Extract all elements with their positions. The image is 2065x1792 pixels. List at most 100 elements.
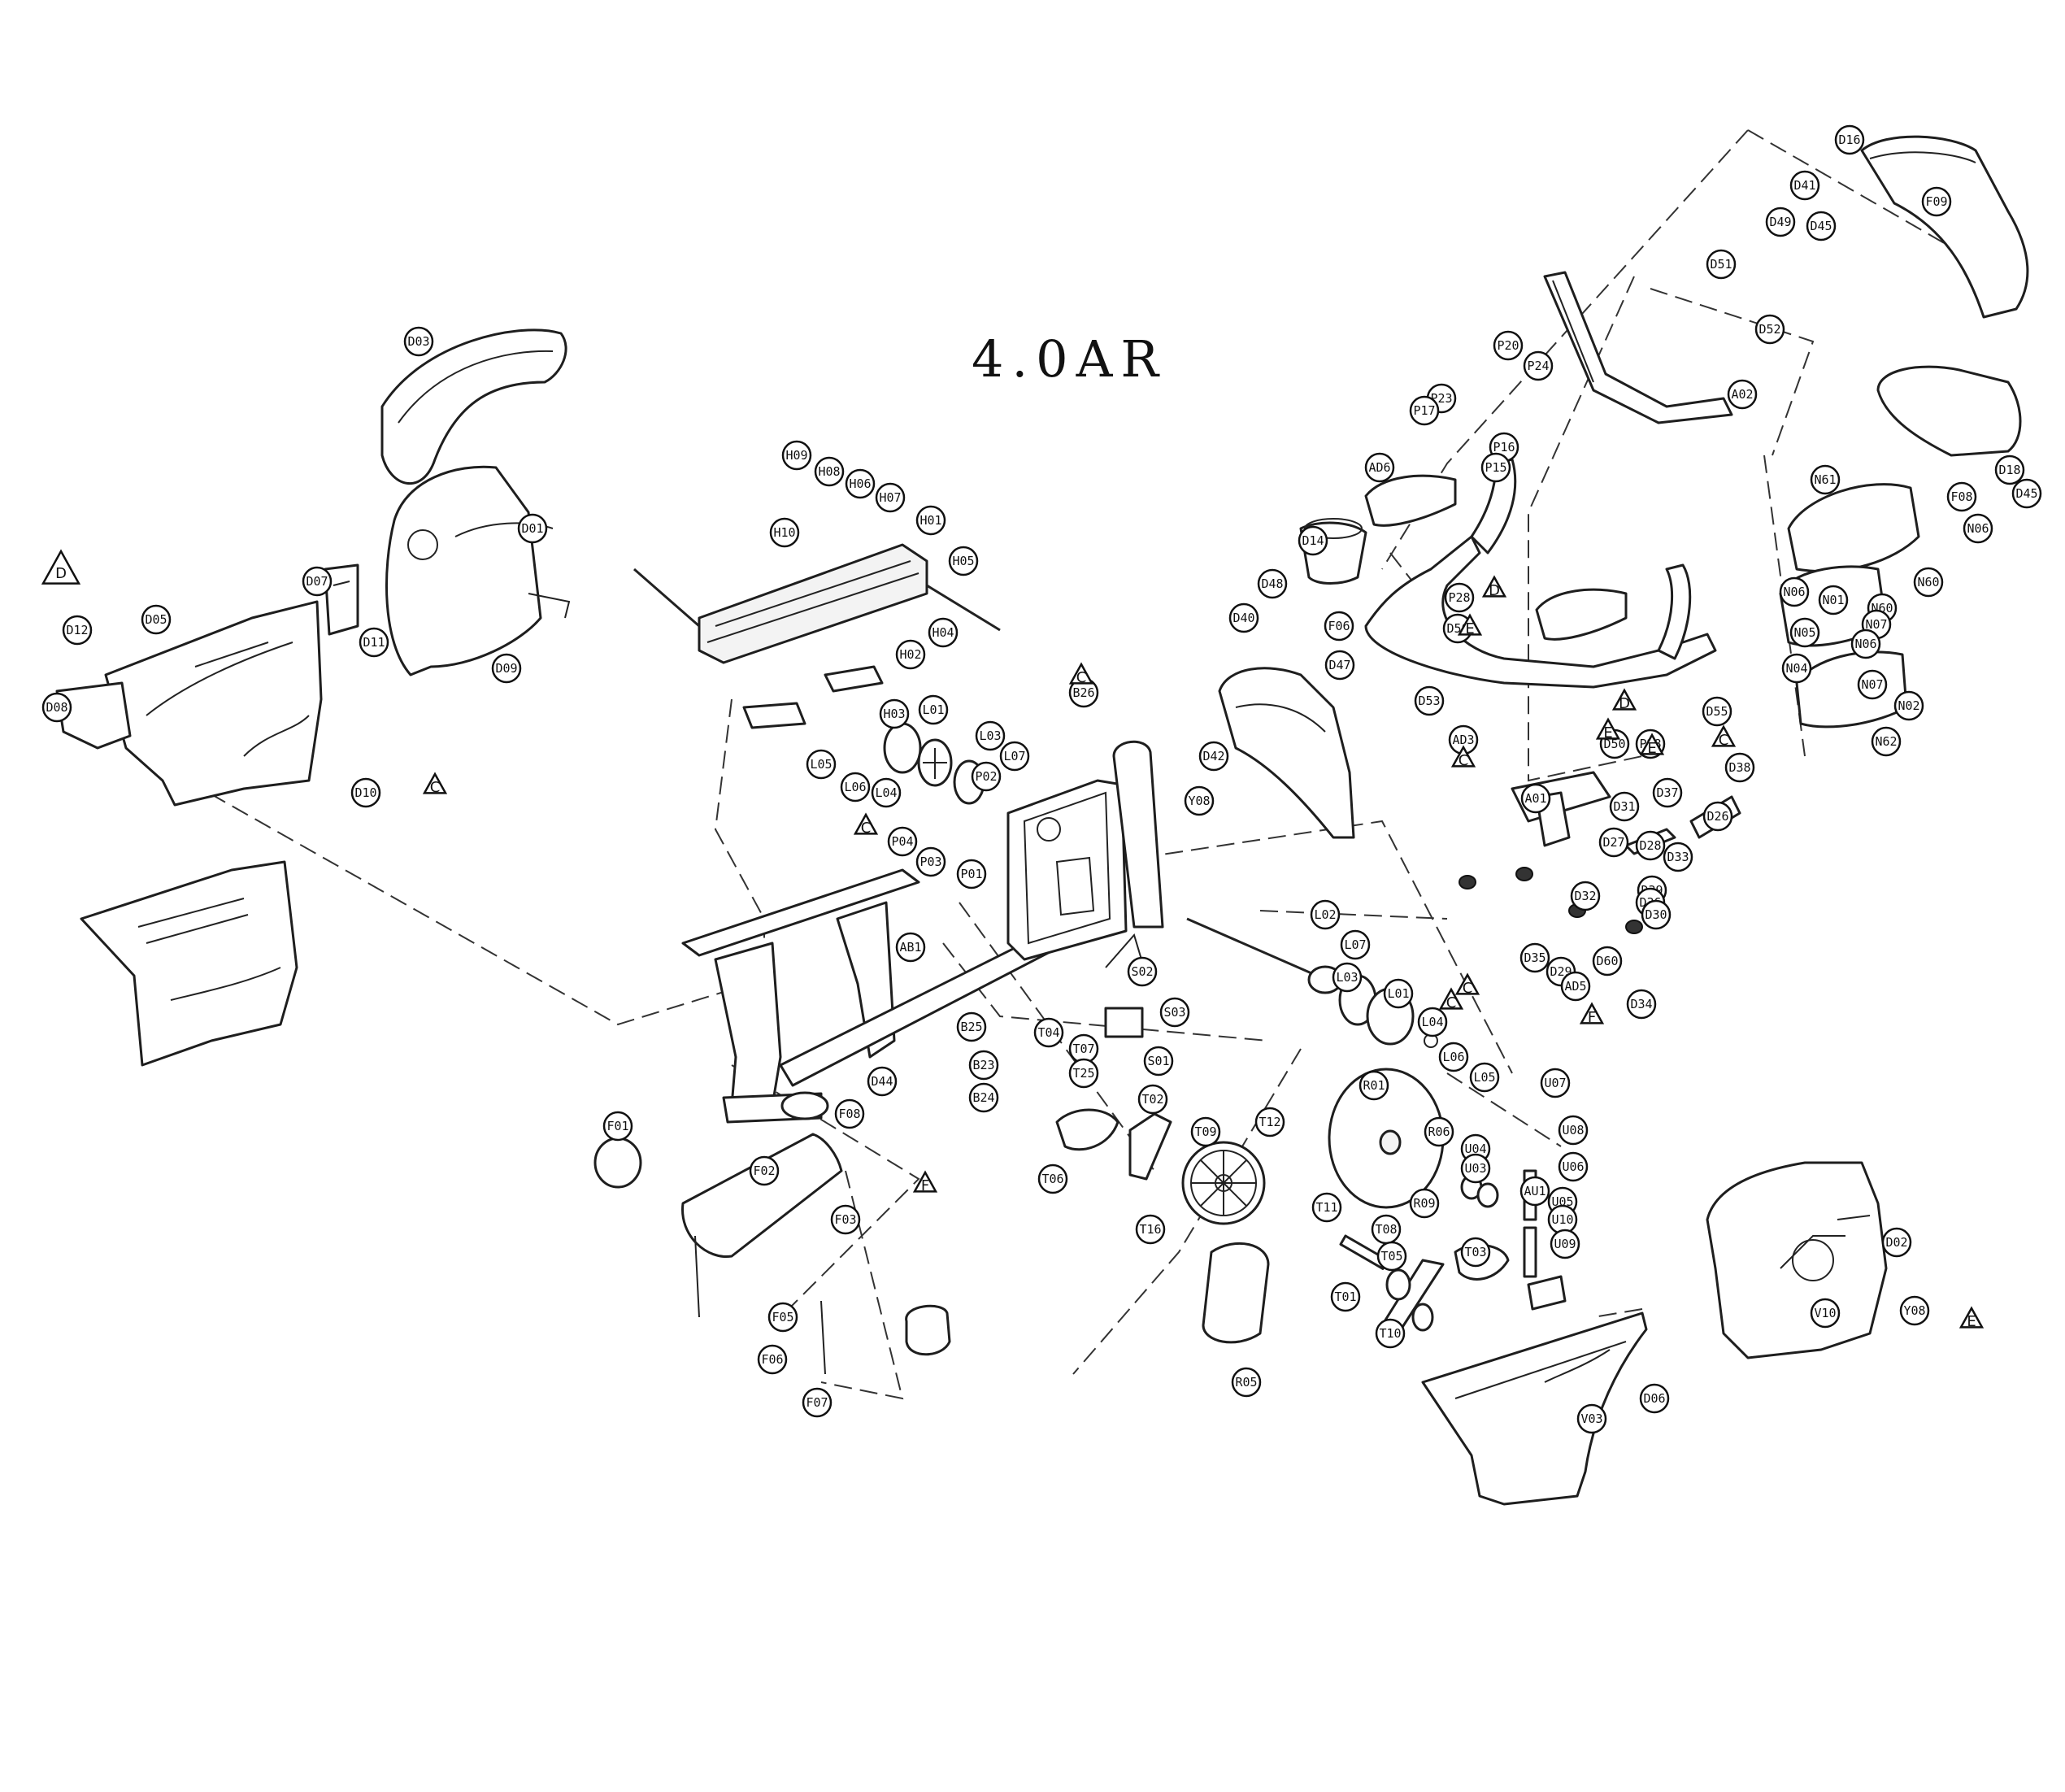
part-callout-d10: D10 (350, 777, 381, 808)
callout-label: AD6 (1368, 460, 1390, 475)
callout-label: D38 (1728, 760, 1750, 775)
part-callout-u06: U06 (1558, 1151, 1589, 1182)
part-callout-l05: L05 (806, 749, 837, 780)
part-callout-r05: R05 (1231, 1367, 1262, 1398)
callout-label: P17 (1413, 403, 1435, 418)
part-callout-t12: T12 (1254, 1107, 1285, 1137)
callout-label: N62 (1875, 734, 1897, 749)
part-callout-v03: V03 (1576, 1403, 1607, 1434)
foot-cover-d08 (55, 681, 132, 750)
callout-circle (1332, 962, 1363, 993)
warning-triangle-shape (1454, 972, 1480, 995)
callout-circle (1871, 726, 1902, 757)
callout-label: D42 (1202, 749, 1224, 763)
callout-label: D50 (1603, 737, 1625, 751)
part-callout-f08: F08 (834, 1098, 865, 1129)
part-callout-ad6: AD6 (1364, 452, 1395, 483)
callout-circle (403, 326, 434, 357)
callout-circle (928, 617, 959, 648)
part-callout-h08: H08 (814, 456, 845, 487)
part-callout-y08: Y08 (1184, 785, 1215, 816)
part-callout-h04: H04 (928, 617, 959, 648)
part-callout-a02: A02 (1727, 379, 1758, 410)
part-callout-u10: U10 (1547, 1204, 1578, 1235)
callout-circle (767, 1302, 798, 1333)
callout-circle (1558, 1115, 1589, 1146)
part-callout-d52: D52 (1754, 314, 1785, 345)
callout-label: U10 (1551, 1212, 1573, 1227)
callout-label: H01 (919, 513, 941, 528)
callout-circle (1635, 830, 1666, 861)
warning-triangle-shape (1438, 987, 1464, 1010)
callout-circle (1460, 1237, 1491, 1268)
callout-circle (1560, 971, 1591, 1002)
seat-back-d18 (1876, 365, 2022, 457)
part-callout-r06: R06 (1424, 1116, 1454, 1147)
callout-label: AU1 (1524, 1184, 1545, 1198)
callout-label: P03 (919, 855, 941, 869)
console-tray-n61 (1779, 483, 1920, 729)
callout-label: F08 (838, 1107, 860, 1121)
callout-circle (1765, 207, 1796, 237)
pedal-left-t06 (1055, 1108, 1172, 1181)
callout-circle (1033, 1017, 1064, 1048)
callout-label: D55 (1706, 704, 1728, 719)
callout-label: N06 (1783, 585, 1805, 599)
part-callout-p17: P17 (1409, 395, 1440, 426)
callout-circle (1383, 978, 1414, 1009)
callout-label: N61 (1814, 472, 1836, 487)
callout-label: D44 (871, 1074, 893, 1089)
callout-label: V10 (1814, 1306, 1836, 1320)
part-callout-d45: D45 (1806, 211, 1837, 241)
callout-circle (1298, 525, 1328, 556)
callout-label: D06 (1643, 1391, 1665, 1406)
part-callout-l05: L05 (1469, 1062, 1500, 1093)
callout-circle (602, 1111, 633, 1142)
callout-label: D45 (2015, 486, 2037, 501)
warning-triangle-f: F (912, 1170, 938, 1194)
part-callout-d51: D51 (1706, 249, 1737, 280)
callout-circle (830, 1204, 861, 1235)
part-callout-d31: D31 (1609, 791, 1640, 822)
callout-label: AD3 (1452, 733, 1474, 747)
callout-label: T11 (1315, 1200, 1337, 1215)
callout-circle (1576, 1403, 1607, 1434)
callout-label: T04 (1037, 1025, 1059, 1040)
callout-label: U09 (1554, 1237, 1576, 1251)
part-callout-d40: D40 (1228, 602, 1259, 633)
callout-label: L05 (1473, 1070, 1495, 1085)
callout-circle (834, 1098, 865, 1129)
part-callout-d55: D55 (1702, 696, 1732, 727)
part-callout-h06: H06 (845, 468, 876, 499)
part-callout-f07: F07 (802, 1387, 833, 1418)
part-callout-t02: T02 (1137, 1084, 1168, 1115)
callout-label: U08 (1562, 1123, 1584, 1137)
callout-label: H10 (773, 525, 795, 540)
callout-circle (1409, 395, 1440, 426)
crank-cover-t12 (1181, 1141, 1266, 1225)
warning-letter: C (430, 779, 441, 796)
part-callout-h09: H09 (781, 440, 812, 471)
callout-label: D14 (1302, 533, 1324, 548)
callout-label: N04 (1785, 661, 1807, 676)
part-callout-t16: T16 (1135, 1214, 1166, 1245)
callout-circle (1570, 881, 1601, 911)
callout-circle (781, 440, 812, 471)
part-callout-l04: L04 (1417, 1007, 1448, 1037)
part-callout-d27: D27 (1598, 827, 1629, 858)
callout-circle (1946, 481, 1977, 512)
callout-circle (491, 653, 522, 684)
callout-circle (814, 456, 845, 487)
callout-label: D51 (1710, 257, 1732, 272)
part-callout-b25: B25 (956, 1011, 987, 1042)
callout-label: T10 (1379, 1326, 1401, 1341)
callout-label: L05 (810, 757, 832, 772)
warning-triangle-c: C (422, 772, 448, 796)
part-callout-d01: D01 (517, 513, 548, 544)
rear-stabilizer-f02 (593, 1133, 951, 1375)
warning-letter: C (1446, 994, 1457, 1011)
callout-circle (1190, 1116, 1221, 1147)
callout-label: F06 (1328, 619, 1350, 633)
warning-letter: C (1076, 669, 1087, 686)
